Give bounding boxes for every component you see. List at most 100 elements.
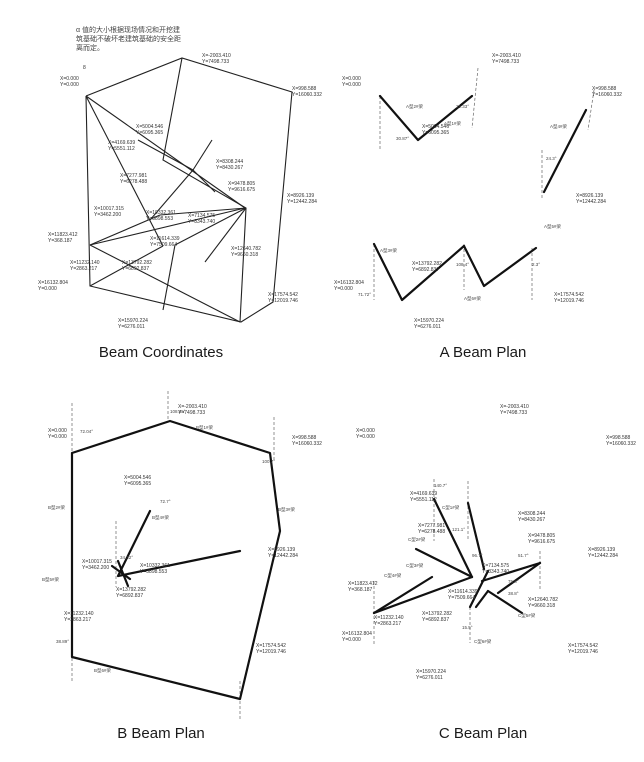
coord-origin-y: Y=0.000 <box>356 434 375 440</box>
coord-top-x: X=-2003.410 <box>178 404 207 410</box>
beam-line <box>137 139 194 171</box>
angle-label: 108.35° <box>170 409 186 414</box>
coord-8926-y: Y=12442.284 <box>588 553 618 559</box>
coord-top-x: X=-2003.410 <box>202 53 231 59</box>
c-beam-tag: C型3#梁 <box>406 562 424 569</box>
b-beam-inner-1 <box>116 509 242 578</box>
c-beam-plan-diagram: X=0.000 Y=0.000 X=-2003.410 Y=7498.733 X… <box>342 404 636 681</box>
a-beam-4 <box>462 244 538 288</box>
coord-5004-x: X=5004.546 <box>124 475 151 481</box>
angle-label: 38.89° <box>56 639 69 644</box>
coord-4169-x: X=4169.639 <box>108 140 135 146</box>
coord-8926-x: X=8926.139 <box>287 193 314 199</box>
angle-label: 72.7° <box>160 499 171 504</box>
b-beam-tag: B型3#梁 <box>278 506 296 513</box>
c-beam-tag: C型6#梁 <box>474 638 492 645</box>
beam-line <box>85 95 164 247</box>
coord-11232-x: X=11232.140 <box>64 611 94 617</box>
coord-top-x: X=-2003.410 <box>500 404 529 410</box>
coord-13792-y: Y=6892.837 <box>122 266 149 272</box>
caption-a-beam-plan: A Beam Plan <box>439 344 527 361</box>
a-beam-1 <box>378 94 474 142</box>
coord-10332-x: X=10332.361 <box>146 210 176 216</box>
coord-tr-x: X=998.588 <box>606 435 631 441</box>
coord-13792-x: X=13792.282 <box>116 587 146 593</box>
a-beam-plan-panel: X=0.000 Y=0.000 X=-2003.410 Y=7498.733 X… <box>322 0 644 381</box>
coord-top-y: Y=7498.733 <box>492 59 519 65</box>
coord-12640-x: X=12640.782 <box>231 246 261 252</box>
coord-tr-x: X=998.588 <box>292 435 317 441</box>
c-beam-plan-panel: X=0.000 Y=0.000 X=-2003.410 Y=7498.733 X… <box>322 381 644 762</box>
c-beam-line <box>474 589 490 609</box>
coord-origin-y: Y=0.000 <box>342 82 361 88</box>
coord-9478-y: Y=9616.675 <box>528 539 555 545</box>
coord-16132-x: X=16132.804 <box>38 280 68 286</box>
angle-label: 51.7° <box>518 553 529 558</box>
b-beam-tag: B型5#梁 <box>42 576 60 583</box>
coord-17574-x: X=17574.542 <box>568 643 598 649</box>
c-beam-line <box>372 575 434 615</box>
beam-line <box>89 245 164 287</box>
coord-15970-y: Y=6276.011 <box>414 324 441 330</box>
coord-10332-y: Y=3898.553 <box>146 216 173 222</box>
coord-16132-x: X=16132.804 <box>342 631 372 637</box>
coord-top-x: X=-2003.410 <box>492 53 521 59</box>
coord-7277-y: Y=6278.488 <box>418 529 445 535</box>
b-beam-perimeter <box>70 419 282 701</box>
coord-4169-y: Y=5551.112 <box>410 497 437 503</box>
coord-17574-y: Y=12019.746 <box>568 649 598 655</box>
coord-8308-x: X=8308.244 <box>518 511 545 517</box>
coord-4169-x: X=4169.639 <box>410 491 437 497</box>
c-beam-line <box>372 575 474 615</box>
coord-5004-x: X=5004.546 <box>136 124 163 130</box>
coord-13792-y: Y=6892.837 <box>422 617 449 623</box>
coord-7277-x: X=7277.981 <box>120 173 147 179</box>
coord-7134-x: X=7134.575 <box>188 213 215 219</box>
beam-line <box>159 207 247 216</box>
b-beam-plan-panel: X=0.000 Y=0.000 X=-2003.410 Y=7498.733 X… <box>0 381 322 762</box>
beam-line <box>174 207 247 246</box>
b-beam-inner-3 <box>110 564 132 581</box>
coord-15970-x: X=15970.224 <box>118 318 148 324</box>
c-beam-line <box>414 547 474 579</box>
angle-label: 71.72° <box>358 292 371 297</box>
b-beam-tag: B型1#梁 <box>196 424 214 431</box>
coord-9478-x: X=9478.805 <box>228 181 255 187</box>
beam-line <box>89 244 241 323</box>
perimeter-outline <box>85 57 293 323</box>
caption-beam-coordinates: Beam Coordinates <box>98 344 224 361</box>
coord-17574-x: X=17574.542 <box>268 292 298 298</box>
coord-10017-y: Y=3462.200 <box>94 212 121 218</box>
coord-5004-y: Y=6095.365 <box>124 481 151 487</box>
angle-label: 75.8° <box>508 579 519 584</box>
coord-7134-y: Y=8343.740 <box>482 569 509 575</box>
coord-13792-x: X=13792.282 <box>122 260 152 266</box>
coord-8926-y: Y=12442.284 <box>287 199 317 205</box>
c-beam-line <box>432 497 474 579</box>
caption-c-beam-plan: C Beam Plan <box>438 725 528 742</box>
coord-5004-y: Y=6095.365 <box>136 130 163 136</box>
angle-label: 21.33° <box>456 104 469 109</box>
coord-11232-y: Y=2863.217 <box>374 621 401 627</box>
coord-16132-y: Y=0.000 <box>334 286 353 292</box>
beam-line <box>85 95 246 209</box>
coord-15970-y: Y=6276.011 <box>416 675 443 681</box>
coord-5004-y: Y=6095.365 <box>422 130 449 136</box>
coord-11823-y: Y=368.187 <box>348 587 373 593</box>
coord-13792-x: X=13792.282 <box>422 611 452 617</box>
coord-origin-y: Y=0.000 <box>60 82 79 88</box>
coord-17574-y: Y=12019.746 <box>554 298 584 304</box>
coord-10017-x: X=10017.315 <box>94 206 124 212</box>
coord-15970-y: Y=6276.011 <box>118 324 145 330</box>
angle-label: 15.5° <box>462 625 473 630</box>
coord-origin-x: X=0.000 <box>342 76 361 82</box>
coord-12640-y: Y=9660.318 <box>528 603 555 609</box>
coord-top-y: Y=7498.733 <box>178 410 205 416</box>
coord-11614-x: X=11614.339 <box>150 236 180 242</box>
angle-label: 140.7° <box>434 483 447 488</box>
beam-line <box>204 207 247 263</box>
coord-11823-y: Y=368.187 <box>48 238 73 244</box>
c-beam-tag: C型1#梁 <box>442 504 460 511</box>
c-beam-line <box>486 589 524 615</box>
coord-11232-y: Y=2863.217 <box>64 617 91 623</box>
